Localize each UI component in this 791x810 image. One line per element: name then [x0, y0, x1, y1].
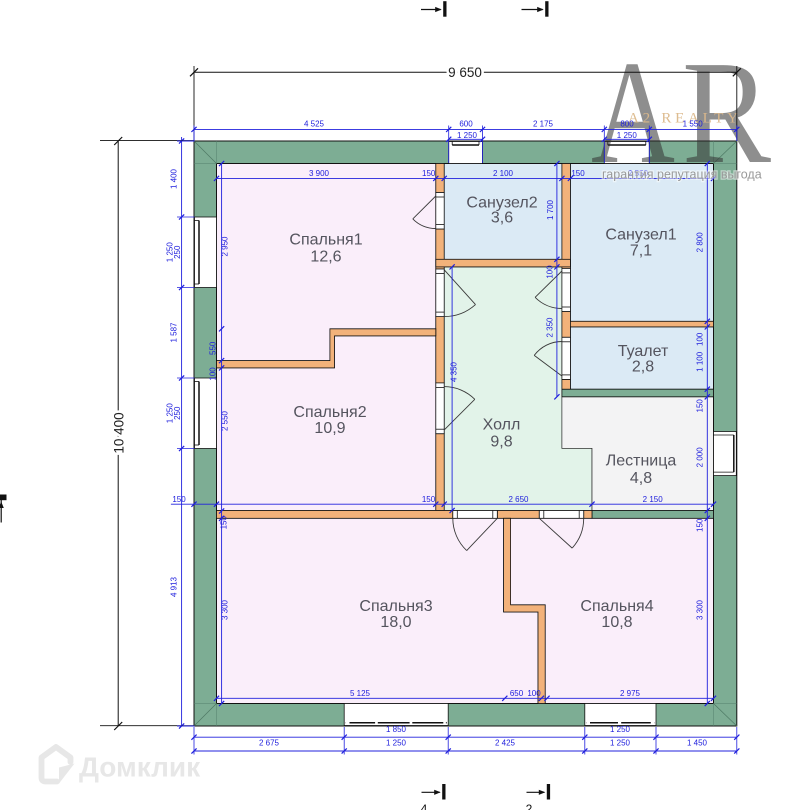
svg-text:9 650: 9 650: [448, 65, 482, 80]
svg-text:Холл: Холл: [483, 417, 521, 434]
svg-text:2 350: 2 350: [545, 317, 554, 338]
svg-text:1 250: 1 250: [617, 131, 638, 140]
svg-text:Спальня1: Спальня1: [289, 232, 362, 249]
svg-text:1 250: 1 250: [386, 738, 407, 747]
svg-text:2,8: 2,8: [632, 359, 654, 376]
svg-text:A: A: [591, 31, 675, 195]
svg-text:150: 150: [571, 169, 585, 178]
svg-text:2 150: 2 150: [643, 495, 664, 504]
svg-text:150: 150: [696, 399, 705, 413]
svg-text:150: 150: [422, 169, 436, 178]
svg-text:2 550: 2 550: [220, 410, 229, 431]
svg-text:150: 150: [220, 515, 229, 529]
svg-text:2: 2: [526, 802, 533, 810]
svg-text:2 975: 2 975: [620, 689, 641, 698]
svg-text:100: 100: [545, 265, 554, 279]
svg-text:100: 100: [209, 367, 218, 381]
svg-text:18,0: 18,0: [380, 614, 411, 631]
svg-text:1 250: 1 250: [166, 242, 175, 263]
svg-text:100: 100: [527, 689, 541, 698]
svg-text:3,6: 3,6: [491, 210, 513, 227]
svg-text:10,8: 10,8: [601, 614, 632, 631]
svg-text:100: 100: [696, 332, 705, 346]
svg-text:3 300: 3 300: [220, 599, 229, 620]
svg-text:1 587: 1 587: [170, 322, 179, 343]
svg-text:4 913: 4 913: [170, 576, 179, 597]
svg-text:1 850: 1 850: [386, 725, 407, 734]
svg-text:2 100: 2 100: [493, 169, 514, 178]
svg-text:4: 4: [421, 802, 428, 810]
svg-text:Туалет: Туалет: [618, 343, 669, 360]
svg-text:250: 250: [173, 406, 182, 420]
svg-text:12,6: 12,6: [310, 249, 341, 266]
svg-text:2 950: 2 950: [221, 236, 230, 257]
svg-text:Домклик: Домклик: [79, 752, 201, 783]
svg-text:Спальня2: Спальня2: [293, 404, 366, 421]
svg-text:1 450: 1 450: [687, 738, 708, 747]
svg-text:1 250: 1 250: [610, 738, 631, 747]
svg-text:3 900: 3 900: [309, 169, 330, 178]
svg-text:9,8: 9,8: [490, 434, 512, 451]
svg-text:1 550: 1 550: [683, 120, 704, 129]
svg-text:Спальня3: Спальня3: [359, 598, 432, 615]
svg-text:10 400: 10 400: [111, 412, 126, 453]
svg-text:3 300: 3 300: [696, 599, 705, 620]
svg-text:5 125: 5 125: [350, 689, 371, 698]
svg-text:250: 250: [173, 245, 182, 259]
svg-text:150: 150: [696, 518, 705, 532]
svg-text:2 175: 2 175: [533, 120, 554, 129]
svg-text:150: 150: [172, 495, 186, 504]
svg-text:1 250: 1 250: [457, 131, 478, 140]
svg-text:7,1: 7,1: [630, 243, 652, 260]
svg-text:600: 600: [459, 120, 473, 129]
svg-text:1 100: 1 100: [696, 351, 705, 372]
svg-text:4 350: 4 350: [449, 361, 458, 382]
svg-text:1 250: 1 250: [166, 403, 175, 424]
svg-text:800: 800: [620, 120, 634, 129]
svg-text:Санузел2: Санузел2: [466, 195, 537, 212]
svg-text:2 550: 2 550: [628, 169, 649, 178]
svg-text:1 250: 1 250: [610, 725, 631, 734]
svg-text:550: 550: [209, 341, 218, 355]
svg-text:4,8: 4,8: [630, 470, 652, 487]
svg-text:1 700: 1 700: [546, 199, 555, 220]
svg-text:Санузел1: Санузел1: [605, 227, 676, 244]
svg-text:2 000: 2 000: [696, 447, 705, 468]
svg-text:2 425: 2 425: [495, 738, 516, 747]
svg-text:2 800: 2 800: [696, 232, 705, 253]
svg-text:2 650: 2 650: [508, 495, 529, 504]
svg-text:гарантия репутация выгода: гарантия репутация выгода: [602, 168, 762, 182]
svg-text:10,9: 10,9: [314, 420, 345, 437]
svg-text:Спальня4: Спальня4: [580, 598, 653, 615]
svg-text:2 675: 2 675: [259, 738, 280, 747]
svg-text:R: R: [682, 31, 771, 195]
svg-text:4 525: 4 525: [304, 120, 325, 129]
svg-text:650: 650: [510, 689, 524, 698]
svg-text:1 400: 1 400: [170, 168, 179, 189]
svg-text:150: 150: [422, 495, 436, 504]
svg-text:Лестница: Лестница: [606, 453, 677, 470]
